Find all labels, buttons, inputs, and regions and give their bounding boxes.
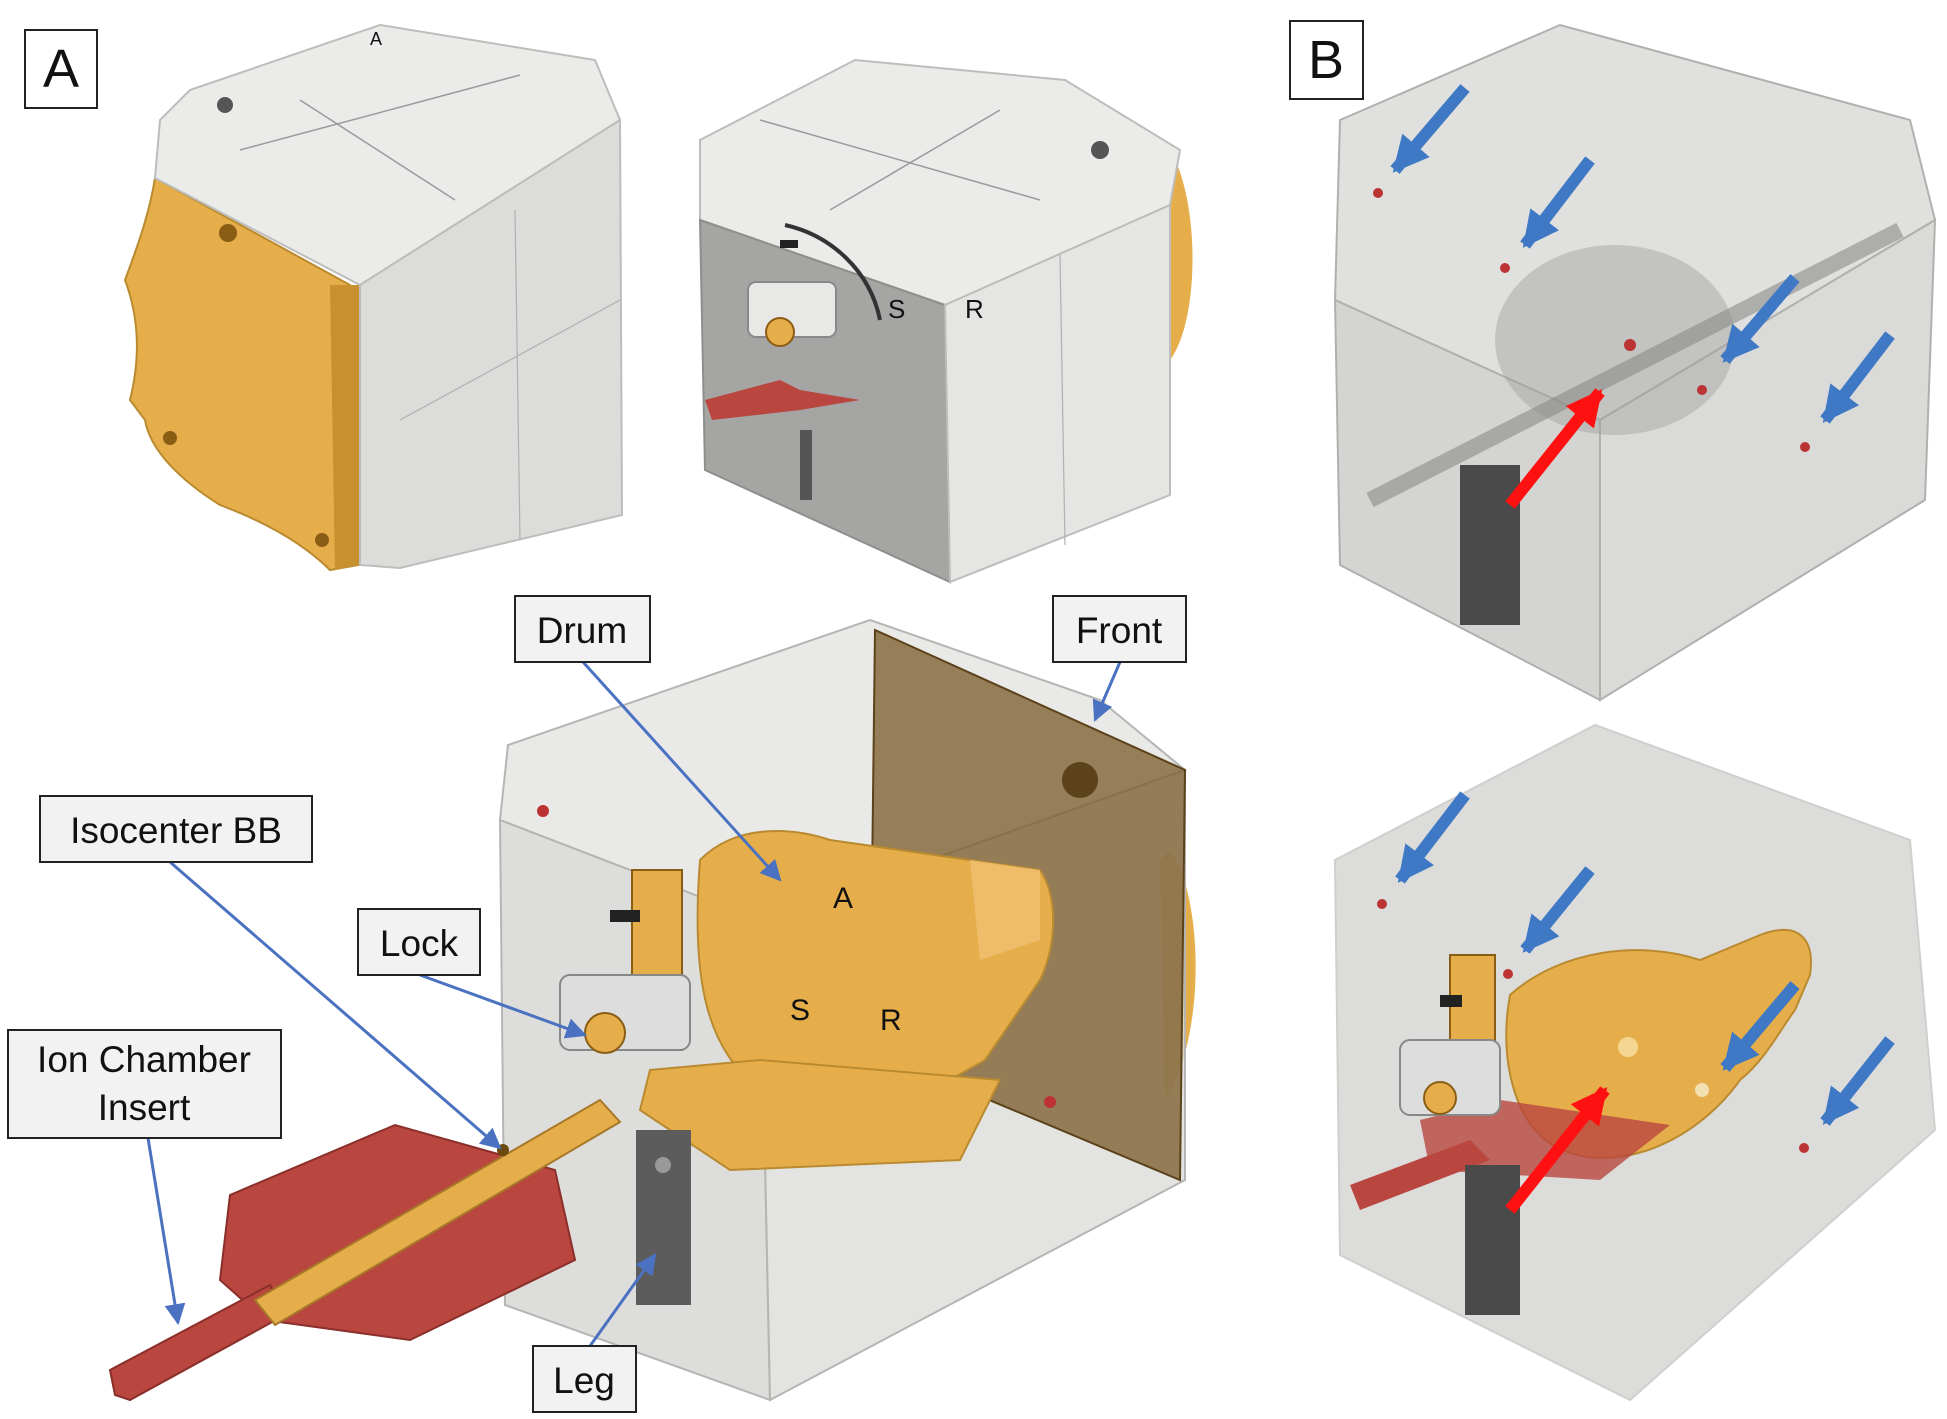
callout-isocenter-bb: Isocenter BB bbox=[39, 795, 313, 863]
cube-left-crosshair bbox=[399, 299, 621, 421]
cube-left-hole bbox=[219, 224, 237, 242]
engraved-letter-a-drum: A bbox=[833, 882, 853, 915]
isocenter-bb-leader bbox=[169, 860, 502, 1150]
cube-b-top-bb bbox=[1500, 263, 1510, 273]
cube-b-bottom-knob bbox=[1440, 995, 1462, 1007]
lock-leader bbox=[419, 973, 587, 1039]
cube-b-bottom-leg bbox=[1465, 1165, 1520, 1315]
callout-ion-chamber-line2: Insert bbox=[98, 1087, 191, 1128]
cube-b-top-bb bbox=[1373, 188, 1383, 198]
lock-dial bbox=[584, 1012, 626, 1054]
cube-middle-leg-slot bbox=[800, 430, 812, 500]
cube-middle-knob bbox=[780, 240, 798, 248]
panel-label-b: B bbox=[1289, 20, 1364, 100]
cube-middle-crosshair bbox=[1059, 254, 1066, 546]
callout-ion-chamber-insert: Ion Chamber Insert bbox=[7, 1029, 282, 1139]
cube-left-gold-side bbox=[123, 176, 360, 572]
cube-left-hole bbox=[217, 97, 233, 113]
bb-arrow bbox=[1395, 791, 1470, 884]
bb-arrow bbox=[1520, 156, 1595, 249]
cube-left-gold-edge bbox=[330, 285, 360, 570]
insert-handle bbox=[108, 1283, 287, 1402]
cube-b-bottom-bb bbox=[1799, 1143, 1809, 1153]
callout-leg-text: Leg bbox=[553, 1360, 615, 1401]
cube-b-top-right-face bbox=[1599, 218, 1937, 702]
cube-middle-crosshair bbox=[829, 109, 1001, 211]
panel-label-b-text: B bbox=[1308, 30, 1344, 90]
callout-lock-text: Lock bbox=[380, 923, 459, 964]
engraved-letter-s: S bbox=[888, 294, 905, 324]
cube-b-top-bb bbox=[1697, 385, 1707, 395]
callout-drum: Drum bbox=[514, 595, 651, 663]
bb-arrow bbox=[1390, 84, 1470, 174]
cube-bottom-transparent: A S R bbox=[498, 618, 1196, 1402]
cube-left-hole bbox=[163, 431, 177, 445]
callout-lines bbox=[146, 660, 1122, 1347]
cube-b-top-rod bbox=[1366, 222, 1904, 508]
cube-left-crosshair bbox=[514, 209, 521, 541]
cube-middle-red-insert bbox=[705, 380, 860, 420]
ion-chamber-leader bbox=[146, 1137, 186, 1326]
cube-b-top-transparent bbox=[1333, 23, 1937, 702]
isocenter-arrow bbox=[1505, 388, 1605, 509]
isocenter-arrow bbox=[1505, 1086, 1610, 1214]
cube-b-top-bb bbox=[1624, 339, 1636, 351]
cube-b-bottom-bb bbox=[1377, 899, 1387, 909]
drum-leader bbox=[581, 660, 782, 882]
leg bbox=[636, 1130, 691, 1305]
bb-arrow bbox=[1720, 981, 1800, 1072]
drum-neck bbox=[970, 860, 1040, 960]
cube-middle-solid: S R bbox=[698, 58, 1193, 584]
callout-front: Front bbox=[1052, 595, 1187, 663]
engraved-letter-r-drum: R bbox=[880, 1004, 902, 1037]
cube-b-bottom-flat bbox=[1333, 723, 1937, 1402]
leg-hole bbox=[655, 1157, 671, 1173]
ion-chamber-insert bbox=[108, 1098, 622, 1402]
engraved-letter-r: R bbox=[965, 294, 984, 324]
panel-label-a: A bbox=[24, 29, 98, 109]
drum-knob bbox=[610, 910, 640, 922]
cube-b-top-drum-ghost bbox=[1495, 245, 1735, 435]
cube-middle-right-face bbox=[943, 203, 1171, 584]
cube-b-bottom-bb bbox=[1695, 1083, 1709, 1097]
panel-label-a-text: A bbox=[43, 39, 79, 99]
cube-left-crosshair bbox=[239, 74, 521, 151]
cube-bottom-plate-hole bbox=[1062, 762, 1098, 798]
cube-middle-crosshair bbox=[759, 119, 1041, 201]
drum-flange bbox=[638, 1058, 1002, 1172]
engraved-letter-a: A bbox=[370, 29, 382, 49]
cube-middle-slot bbox=[784, 223, 882, 321]
engraved-letter-s-drum: S bbox=[790, 994, 810, 1027]
bb-arrow bbox=[1820, 331, 1895, 424]
insert-tube bbox=[253, 1098, 622, 1327]
front-leader bbox=[1092, 661, 1122, 722]
cube-middle-gold-back bbox=[1170, 150, 1193, 360]
cube-bottom-bb bbox=[537, 805, 549, 817]
cube-left-solid: A bbox=[123, 23, 624, 572]
cube-b-bottom-bb bbox=[1618, 1037, 1638, 1057]
callout-drum-text: Drum bbox=[537, 610, 627, 651]
cube-left-crosshair bbox=[299, 99, 456, 201]
bb-arrow bbox=[1720, 274, 1800, 364]
cube-b-bottom-lock-dial bbox=[1423, 1081, 1457, 1115]
cube-left-front bbox=[359, 118, 624, 570]
cube-b-bottom-bb bbox=[1503, 969, 1513, 979]
callout-leg: Leg bbox=[532, 1345, 637, 1413]
cube-b-top-leg bbox=[1460, 465, 1520, 625]
callout-ion-chamber-line1: Ion Chamber bbox=[37, 1039, 251, 1080]
callout-isocenter-bb-text: Isocenter BB bbox=[70, 810, 282, 851]
cube-left-hole bbox=[315, 533, 329, 547]
callout-front-text: Front bbox=[1076, 610, 1163, 651]
cube-b-bottom-red-insert bbox=[1350, 1140, 1490, 1210]
cube-middle-hole bbox=[1091, 141, 1109, 159]
cube-b-top-bb bbox=[1800, 442, 1810, 452]
bb-arrow bbox=[1520, 866, 1595, 954]
cube-bottom-bb bbox=[1044, 1096, 1056, 1108]
callout-lock: Lock bbox=[357, 908, 481, 976]
bb-arrow bbox=[1820, 1036, 1895, 1126]
leg-leader bbox=[588, 1253, 657, 1347]
cube-middle-lock-dial bbox=[765, 317, 795, 347]
